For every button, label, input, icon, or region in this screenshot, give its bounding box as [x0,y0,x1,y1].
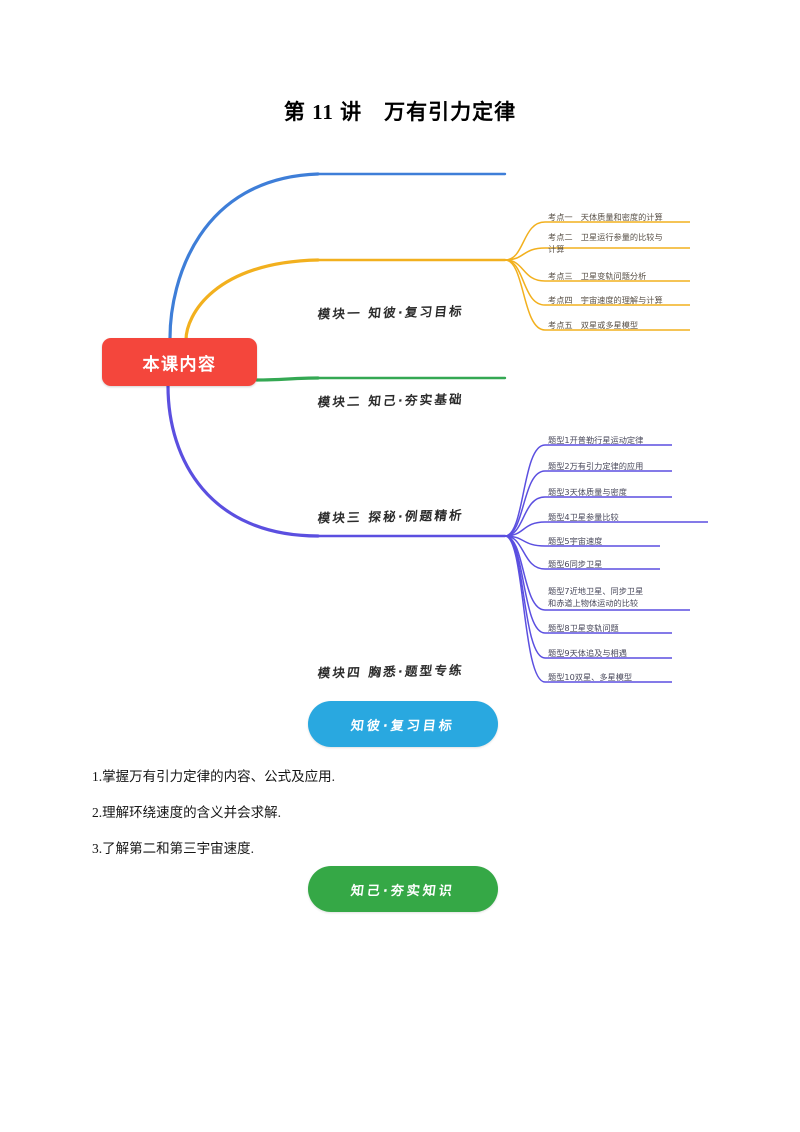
mindmap-leaf-tixing-6[interactable]: 题型6同步卫星 [548,559,603,569]
objectives-list: 1.掌握万有引力定律的内容、公式及应用. 2.理解环绕速度的含义并会求解. 3.… [92,769,712,877]
section-header-solid-knowledge: 知己·夯实知识 [308,866,498,912]
mindmap-leaf-tixing-5[interactable]: 题型5宇宙速度 [548,536,603,546]
mindmap-leaf-tixing-10[interactable]: 题型10双星、多星模型 [548,672,633,682]
mindmap-branch-module-2[interactable]: 模块二 知己·夯实基础 [316,391,465,410]
section-header-review-goals: 知彼·复习目标 [308,701,498,747]
mindmap-leaf-tixing-2[interactable]: 题型2万有引力定律的应用 [548,461,644,471]
mindmap-root-label: 本课内容 [142,354,217,374]
mindmap-branch-module-4[interactable]: 模块四 胸悉·题型专练 [316,662,465,681]
mindmap-leaf-tixing-1[interactable]: 题型1开普勒行星运动定律 [548,435,644,445]
mindmap-leaf-kaodian-5[interactable]: 考点五 双星或多星模型 [548,320,639,330]
mindmap-diagram: 本课内容 模块一 知彼·复习目标 模块二 知己·夯实基础 模块三 探秘·例题精析… [0,140,800,685]
mindmap-leaf-kaodian-4[interactable]: 考点四 宇宙速度的理解与计算 [548,295,663,305]
mindmap-leaf-tixing-3[interactable]: 题型3天体质量与密度 [548,487,627,497]
section-header-review-goals-label: 知彼·复习目标 [349,718,456,734]
objective-item-3: 3.了解第二和第三宇宙速度. [92,841,254,856]
mindmap-leaf-kaodian-3[interactable]: 考点三 卫星变轨问题分析 [548,271,647,281]
mindmap-leaf-tixing-9[interactable]: 题型9天体追及与相遇 [548,648,627,658]
page-title: 第 11 讲 万有引力定律 [283,100,517,124]
mindmap-leaf-kaodian-2[interactable]: 考点二 卫星运行参量的比较与 计算 [548,232,663,254]
objective-item-2: 2.理解环绕速度的含义并会求解. [92,805,281,820]
section-header-solid-knowledge-label: 知己·夯实知识 [349,883,456,899]
mindmap-leaf-kaodian-1[interactable]: 考点一 天体质量和密度的计算 [548,212,663,222]
objective-item-1: 1.掌握万有引力定律的内容、公式及应用. [92,769,335,784]
mindmap-leaf-tixing-8[interactable]: 题型8卫星变轨问题 [548,623,619,633]
mindmap-connector-lines [166,172,708,683]
mindmap-branch-module-1[interactable]: 模块一 知彼·复习目标 [316,303,465,322]
mindmap-root-node[interactable]: 本课内容 [102,338,257,386]
mindmap-leaf-tixing-4[interactable]: 题型4卫星参量比较 [548,512,619,522]
mindmap-branch-module-3[interactable]: 模块三 探秘·例题精析 [316,507,465,526]
mindmap-leaf-tixing-7[interactable]: 题型7近地卫星、同步卫星 和赤道上物体运动的比较 [548,586,644,608]
